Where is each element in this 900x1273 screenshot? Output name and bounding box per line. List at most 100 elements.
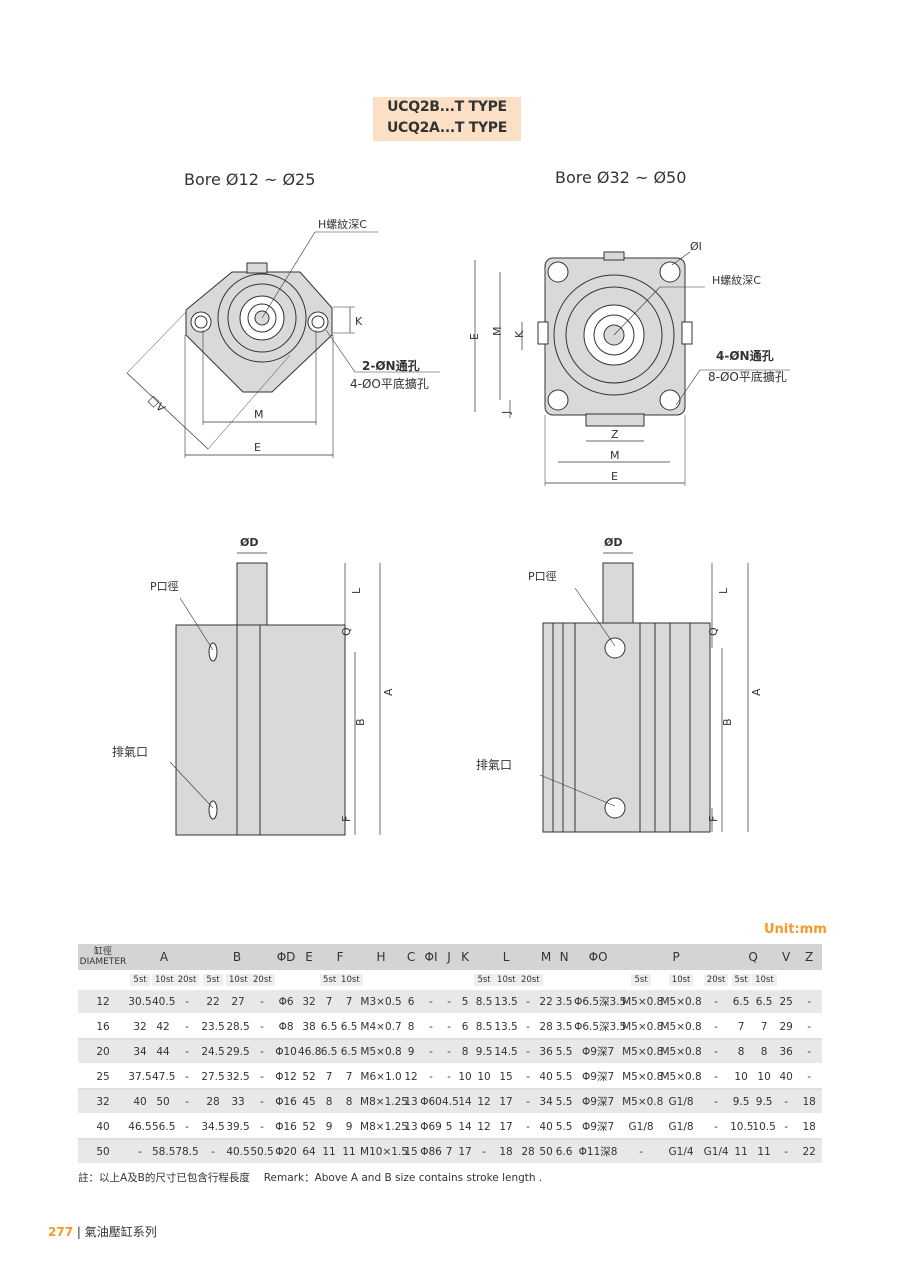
table-cell: 3.5 bbox=[554, 1014, 575, 1040]
table-cell: Φ16 bbox=[274, 1089, 299, 1115]
tl-K-label: K bbox=[355, 315, 363, 328]
subheader-cell: 20st bbox=[174, 970, 200, 990]
table-cell: 10.5 bbox=[752, 1114, 777, 1140]
table-cell: - bbox=[518, 1064, 539, 1090]
stroke-label: 20st bbox=[174, 974, 200, 986]
bl-D-label: ØD bbox=[240, 536, 258, 549]
table-cell: M5×0.8 bbox=[660, 1039, 703, 1065]
table-cell: - bbox=[442, 990, 457, 1015]
br-port-label: P口徑 bbox=[528, 570, 557, 583]
table-cell: 7 bbox=[338, 990, 361, 1015]
subheader-cell: 5st bbox=[474, 970, 494, 990]
table-cell: M5×0.8 bbox=[622, 1039, 663, 1065]
table-cell: 5 bbox=[442, 1114, 457, 1140]
page-number: 277 bbox=[48, 1225, 74, 1239]
table-cell: 6.5 bbox=[320, 1039, 339, 1065]
br-Q-label: Q bbox=[707, 627, 720, 636]
table-cell: Φ6.5深3.5 bbox=[574, 1014, 626, 1040]
table-cell: - bbox=[174, 1064, 201, 1090]
table-cell: M8×1.25 bbox=[360, 1114, 408, 1140]
table-cell: G1/8 bbox=[660, 1114, 703, 1140]
table-cell: 18 bbox=[796, 1089, 823, 1115]
table-cell: 36 bbox=[538, 1039, 555, 1065]
model-title-1: UCQ2B...T TYPE bbox=[387, 99, 507, 115]
br-D-label: ØD bbox=[604, 536, 622, 549]
table-cell: Φ20 bbox=[274, 1139, 299, 1165]
table-cell: 10 bbox=[752, 1064, 777, 1090]
technical-drawings: H螺紋深C 2-ØN通孔 4-ØO平底擴孔 K M E □V ØI H螺紋深C … bbox=[112, 217, 790, 836]
table-cell: 10 bbox=[456, 1064, 475, 1090]
table-cell: Φ60 bbox=[420, 1089, 443, 1115]
table-cell: 8 bbox=[338, 1089, 361, 1115]
column-header: J bbox=[442, 944, 457, 970]
table-cell: 40.5 bbox=[226, 1139, 251, 1165]
table-cell: 29 bbox=[776, 1014, 797, 1040]
table-cell: 8.5 bbox=[474, 1014, 495, 1040]
model-title-box: UCQ2B...T TYPE UCQ2A...T TYPE bbox=[373, 97, 521, 141]
stroke-label: 10st bbox=[226, 974, 251, 986]
table-cell: 32.5 bbox=[226, 1064, 251, 1090]
table-cell: Φ6.5深3.5 bbox=[574, 990, 626, 1015]
table-cell: 12 bbox=[474, 1114, 495, 1140]
table-cell: 15 bbox=[494, 1064, 519, 1090]
table-cell: 17 bbox=[456, 1139, 475, 1165]
subheader-cell bbox=[796, 970, 822, 990]
table-cell: M10×1.5 bbox=[360, 1139, 408, 1165]
table-cell: 22 bbox=[796, 1139, 823, 1165]
subheader-cell bbox=[274, 970, 298, 990]
table-cell: 18 bbox=[494, 1139, 519, 1165]
table-cell: 10 bbox=[474, 1064, 495, 1090]
tr-hole2-label: 8-ØO平底擴孔 bbox=[708, 369, 787, 384]
table-cell: - bbox=[776, 1114, 797, 1140]
bore-small-label: Bore Ø12 ~ Ø25 bbox=[184, 170, 316, 189]
table-cell: 9 bbox=[338, 1114, 361, 1140]
table-cell: M8×1.25 bbox=[360, 1089, 408, 1115]
column-header: H bbox=[360, 944, 403, 970]
table-cell: - bbox=[702, 1089, 731, 1115]
table-cell: 8 bbox=[402, 1014, 421, 1040]
subheader-cell bbox=[360, 970, 402, 990]
tl-M-label: M bbox=[254, 408, 264, 421]
table-cell: - bbox=[250, 1089, 275, 1115]
table-cell: 40.5 bbox=[152, 990, 175, 1015]
bl-F-label: F bbox=[340, 816, 353, 822]
table-cell: 28.5 bbox=[226, 1014, 251, 1040]
column-header: ΦO bbox=[574, 944, 623, 970]
table-cell: - bbox=[702, 1114, 731, 1140]
table-cell: Φ9深7 bbox=[574, 1039, 623, 1065]
tr-M-label: M bbox=[491, 327, 504, 337]
table-cell: 14 bbox=[456, 1114, 475, 1140]
side-view-small-bore bbox=[169, 552, 381, 836]
table-cell: 6.5 bbox=[752, 990, 777, 1015]
table-cell: G1/8 bbox=[622, 1114, 661, 1140]
table-cell: 50.5 bbox=[250, 1139, 275, 1165]
tl-V-label: □V bbox=[146, 393, 168, 415]
bl-L-label: L bbox=[350, 587, 363, 594]
table-cell: 28 bbox=[200, 1089, 227, 1115]
table-cell: - bbox=[702, 1014, 731, 1040]
table-cell: 9 bbox=[402, 1039, 421, 1065]
table-cell: 44 bbox=[152, 1039, 174, 1065]
table-cell: - bbox=[250, 1064, 275, 1090]
front-view-large-bore bbox=[474, 251, 790, 486]
subheader-cell bbox=[298, 970, 320, 990]
table-cell: M6×1.0 bbox=[360, 1064, 403, 1090]
table-cell: 5 bbox=[456, 990, 475, 1015]
table-cell: 23.5 bbox=[200, 1014, 227, 1040]
table-cell: - bbox=[442, 1039, 457, 1065]
table-cell: 37.5 bbox=[128, 1064, 152, 1090]
stroke-label: 5st bbox=[203, 974, 223, 986]
column-header: L bbox=[474, 944, 539, 970]
table-cell: 5.5 bbox=[554, 1039, 575, 1065]
table-cell: 40 bbox=[776, 1064, 797, 1090]
column-header: Z bbox=[796, 944, 823, 970]
table-cell: 6 bbox=[402, 990, 421, 1015]
table-cell: M5×0.8 bbox=[622, 1014, 663, 1040]
subheader-cell: 10st bbox=[660, 970, 702, 990]
subheader-cell: 20st bbox=[250, 970, 275, 990]
table-cell: M4×0.7 bbox=[360, 1014, 403, 1040]
table-cell: 6.5 bbox=[730, 990, 753, 1015]
table-cell: 13.5 bbox=[494, 1014, 519, 1040]
table-cell: 17 bbox=[494, 1089, 519, 1115]
